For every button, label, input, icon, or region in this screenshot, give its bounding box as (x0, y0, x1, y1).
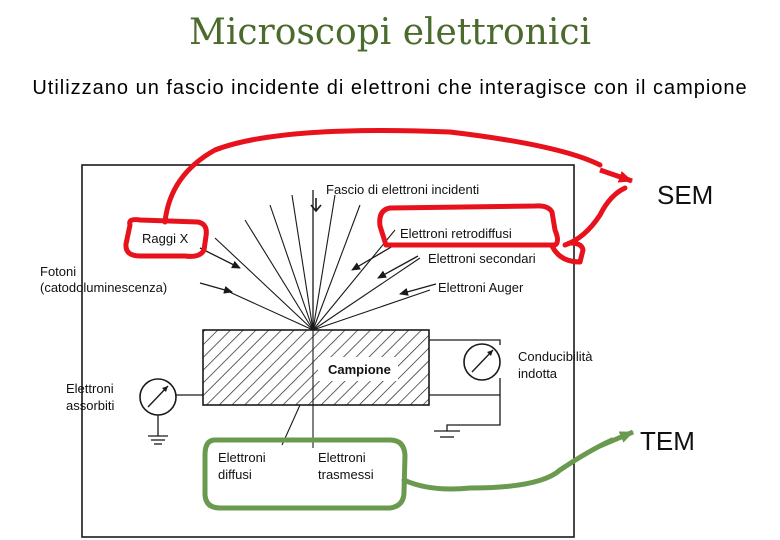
cathodoluminescence-label: (catodoluminescenza) (40, 280, 167, 295)
diffused-label-1: Elettroni (218, 450, 266, 465)
absorbed-label-1: Elettroni (66, 381, 114, 396)
induced-conductivity-label-2: indotta (518, 366, 558, 381)
auger-arrow (399, 283, 437, 296)
secondary-label: Elettroni secondari (428, 251, 536, 266)
tem-arrow-icon (599, 429, 634, 449)
induced-conductivity-label-1: Conducibilità (518, 349, 593, 364)
absorbed-label-2: assorbiti (66, 398, 115, 413)
sem-highlights (123, 128, 628, 265)
diffused-label-2: diffusi (218, 467, 252, 482)
tem-label: TEM (640, 426, 695, 456)
emission-rays (214, 194, 431, 331)
photon-arrow (199, 282, 233, 294)
sem-arrow-icon (599, 167, 633, 184)
secondary-arrow (377, 255, 419, 279)
induced-conductivity-circuit (429, 339, 501, 438)
incident-beam-arrow-icon (310, 198, 322, 213)
page-subtitle: Utilizzano un fascio incidente di elettr… (32, 77, 748, 99)
tem-highlight (202, 437, 615, 511)
absorbed-ammeter-icon (139, 378, 177, 416)
sem-label: SEM (657, 180, 713, 210)
page-title: Microscopi elettronici (188, 12, 592, 53)
incident-beam-label: Fascio di elettroni incidenti (326, 182, 479, 197)
backscattered-label: Elettroni retrodiffusi (400, 226, 512, 241)
photons-label: Fotoni (40, 264, 76, 279)
auger-label: Elettroni Auger (438, 280, 524, 295)
backscatter-arrow (351, 245, 394, 271)
sample-label: Campione (328, 362, 391, 377)
ammeter-icon (463, 343, 501, 381)
diagram-frame (81, 164, 575, 538)
sample-label-box (318, 357, 398, 381)
transmitted-label-2: trasmessi (318, 467, 374, 482)
transmitted-label-1: Elettroni (318, 450, 366, 465)
x-ray-arrow (199, 247, 241, 269)
x-rays-label: Raggi X (142, 231, 189, 246)
